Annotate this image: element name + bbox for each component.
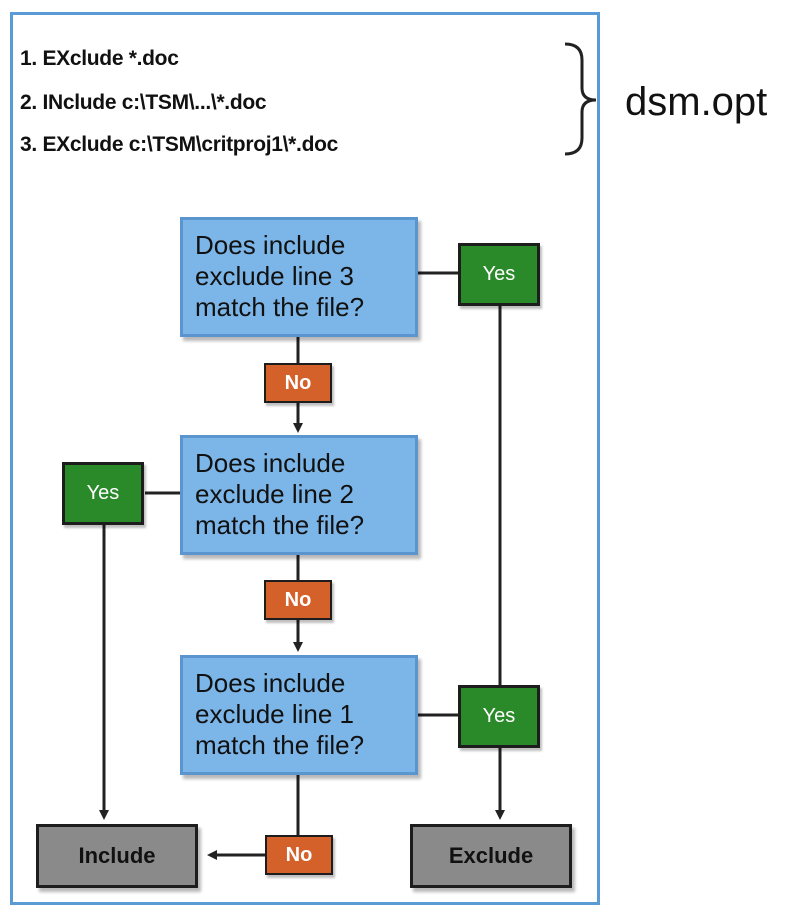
yes-label-line-2: Yes [62,462,144,525]
no-label-line-3: No [264,363,332,403]
no-label-line-1: No [265,835,333,875]
decision-line-2-text-1: Does include [195,448,346,478]
decision-line-1: Does include exclude line 1 match the fi… [180,655,418,775]
rule-1: 1. EXclude *.doc [20,47,179,70]
decision-line-2-text-2: exclude line 2 [195,479,354,509]
include-outcome: Include [36,824,198,888]
decision-line-3-text-2: exclude line 3 [195,261,354,291]
rule-2: 2. INclude c:\TSM\...\*.doc [20,91,267,114]
rule-3: 3. EXclude c:\TSM\critproj1\*.doc [20,133,339,156]
yes-label-line-3: Yes [458,243,540,306]
decision-line-1-text-2: exclude line 1 [195,699,354,729]
decision-line-3-text-3: match the file? [195,292,365,322]
rules-brace [564,42,597,156]
yes-label-line-1: Yes [458,685,540,748]
decision-line-3: Does include exclude line 3 match the fi… [180,217,418,337]
no-label-line-2: No [264,580,332,620]
decision-line-2: Does include exclude line 2 match the fi… [180,435,418,555]
file-label: dsm.opt [625,80,768,124]
decision-line-1-text-3: match the file? [195,730,365,760]
decision-line-3-text-1: Does include [195,230,346,260]
exclude-outcome: Exclude [410,824,572,888]
decision-line-1-text-1: Does include [195,668,346,698]
decision-line-2-text-3: match the file? [195,510,365,540]
